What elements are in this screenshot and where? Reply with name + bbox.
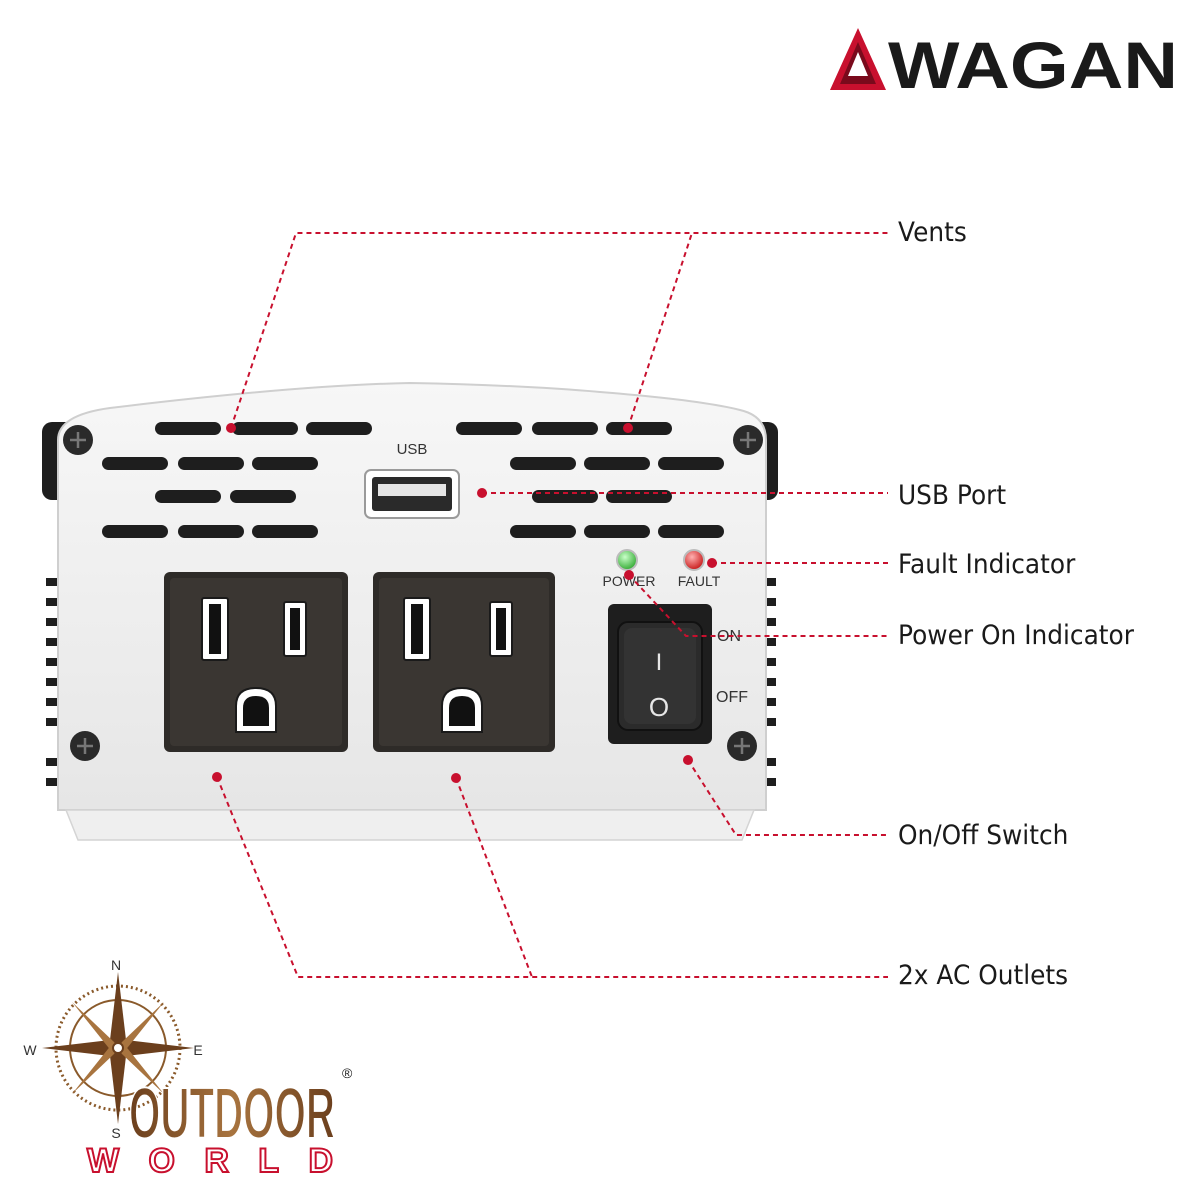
screw-bottom-right xyxy=(727,731,757,761)
callout-usb-port: USB Port xyxy=(898,480,1007,511)
leader-vents-2 xyxy=(627,232,693,429)
switch-off-glyph: O xyxy=(649,692,669,722)
callout-ac-outlets: 2x AC Outlets xyxy=(898,960,1069,991)
leader-on-off-switch xyxy=(687,759,888,836)
on-off-switch[interactable] xyxy=(608,604,712,744)
compass-w: W xyxy=(23,1042,37,1058)
screw-top-right xyxy=(733,425,763,455)
switch-on-glyph: I xyxy=(656,649,663,676)
leader-power-on-indicator xyxy=(628,574,888,637)
inverter-device: USB POWER FAULT xyxy=(42,381,778,841)
side-fins-left xyxy=(46,578,58,786)
compass-e: E xyxy=(193,1042,202,1058)
leader-lines xyxy=(216,232,888,978)
usb-label: USB xyxy=(397,441,428,458)
callout-vents: Vents xyxy=(898,217,967,248)
fault-led xyxy=(683,549,705,571)
ac-outlet-right[interactable] xyxy=(373,572,555,752)
wagan-wordmark: WAGAN xyxy=(888,28,1178,102)
outdoor-world-logo: N S E W OUTDOOR ® WORLD xyxy=(23,957,353,1181)
callout-fault-indicator: Fault Indicator xyxy=(898,549,1076,580)
side-fins-right xyxy=(764,578,776,786)
mounting-flange xyxy=(64,809,756,841)
power-led-label: POWER xyxy=(603,573,656,589)
switch-off-label: OFF xyxy=(716,689,748,706)
vent-slots xyxy=(102,422,724,538)
registered-mark: ® xyxy=(342,1065,353,1081)
screw-top-left xyxy=(63,425,93,455)
outdoor-wordmark: OUTDOOR xyxy=(129,1074,335,1154)
wagan-star-mark xyxy=(830,28,886,90)
fault-led-label: FAULT xyxy=(678,573,721,589)
usb-port[interactable] xyxy=(364,469,460,519)
compass-rose-icon xyxy=(42,972,194,1124)
ac-outlet-left[interactable] xyxy=(164,572,348,752)
compass-n: N xyxy=(111,957,121,973)
leader-dots xyxy=(212,423,717,783)
callout-on-off-switch: On/Off Switch xyxy=(898,820,1069,851)
callout-power-on-indicator: Power On Indicator xyxy=(898,620,1134,651)
screw-bottom-left xyxy=(70,731,100,761)
compass-s: S xyxy=(111,1125,120,1141)
power-led xyxy=(616,549,638,571)
wagan-logo: WAGAN xyxy=(830,28,1178,102)
